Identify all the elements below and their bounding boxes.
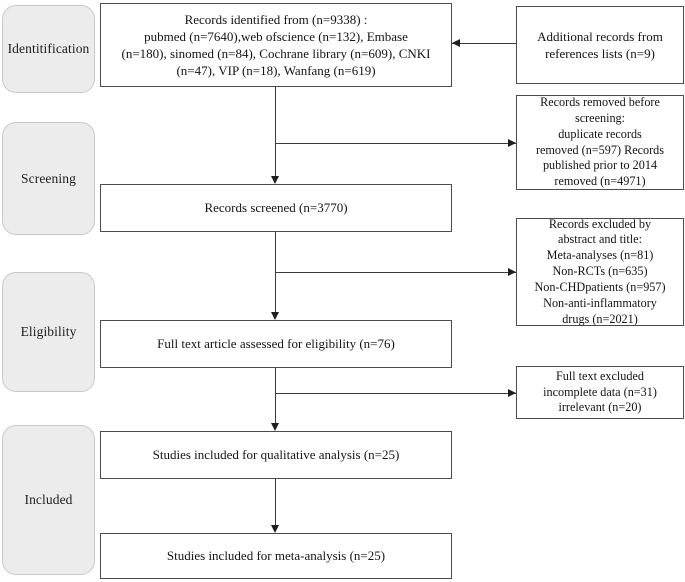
stage-box-included: Included xyxy=(2,425,95,575)
connector-qualitative-to-meta xyxy=(275,479,276,525)
stage-box-screening: Screening xyxy=(2,122,95,235)
box-full-text-assessed: Full text article assessed for eligibili… xyxy=(100,320,452,368)
box-full-text-assessed-text: Full text article assessed for eligibili… xyxy=(157,336,395,352)
box-additional-records: Additional records from references lists… xyxy=(516,6,684,84)
connector-to-records-excluded xyxy=(275,272,516,273)
arrowhead-fulltext-to-qualitative xyxy=(270,423,279,431)
box-records-identified-text: Records identified from (n=9338) : pubme… xyxy=(121,11,431,79)
arrowhead-additional-to-identified xyxy=(452,38,460,47)
stage-box-identification: Identitification xyxy=(2,5,95,93)
stage-label-identification: Identitification xyxy=(7,41,90,57)
box-records-screened: Records screened (n=3770) xyxy=(100,184,452,232)
box-qualitative-analysis-text: Studies included for qualitative analysi… xyxy=(152,447,400,463)
connector-additional-to-identified xyxy=(452,43,516,44)
box-records-excluded-text: Records excluded by abstract and title: … xyxy=(534,216,666,326)
stage-label-included: Included xyxy=(24,492,73,508)
box-qualitative-analysis: Studies included for qualitative analysi… xyxy=(100,431,452,479)
box-records-screened-text: Records screened (n=3770) xyxy=(204,200,348,216)
stage-label-screening: Screening xyxy=(21,170,76,186)
arrowhead-to-records-excluded xyxy=(508,267,516,276)
stage-box-eligibility: Eligibility xyxy=(2,272,95,392)
connector-to-fulltext-excluded xyxy=(275,393,516,394)
box-additional-records-text: Additional records from references lists… xyxy=(537,28,663,61)
box-records-removed: Records removed before screening: duplic… xyxy=(516,95,684,190)
box-full-text-excluded: Full text excluded incomplete data (n=31… xyxy=(516,366,684,419)
connector-fulltext-to-qualitative xyxy=(275,368,276,423)
box-records-removed-text: Records removed before screening: duplic… xyxy=(535,94,665,189)
arrowhead-screened-to-fulltext xyxy=(270,312,279,320)
arrowhead-to-fulltext-excluded xyxy=(508,388,516,397)
arrowhead-to-records-removed xyxy=(508,138,516,147)
connector-to-records-removed xyxy=(275,143,516,144)
box-records-excluded: Records excluded by abstract and title: … xyxy=(516,216,684,326)
arrowhead-qualitative-to-meta xyxy=(270,525,279,533)
stage-label-eligibility: Eligibility xyxy=(20,324,77,340)
box-full-text-excluded-text: Full text excluded incomplete data (n=31… xyxy=(543,368,657,415)
box-meta-analysis: Studies included for meta-analysis (n=25… xyxy=(100,533,452,579)
box-meta-analysis-text: Studies included for meta-analysis (n=25… xyxy=(166,548,386,564)
box-records-identified: Records identified from (n=9338) : pubme… xyxy=(100,3,452,87)
arrowhead-identified-to-screened xyxy=(270,176,279,184)
connector-identified-to-screened xyxy=(275,87,276,176)
